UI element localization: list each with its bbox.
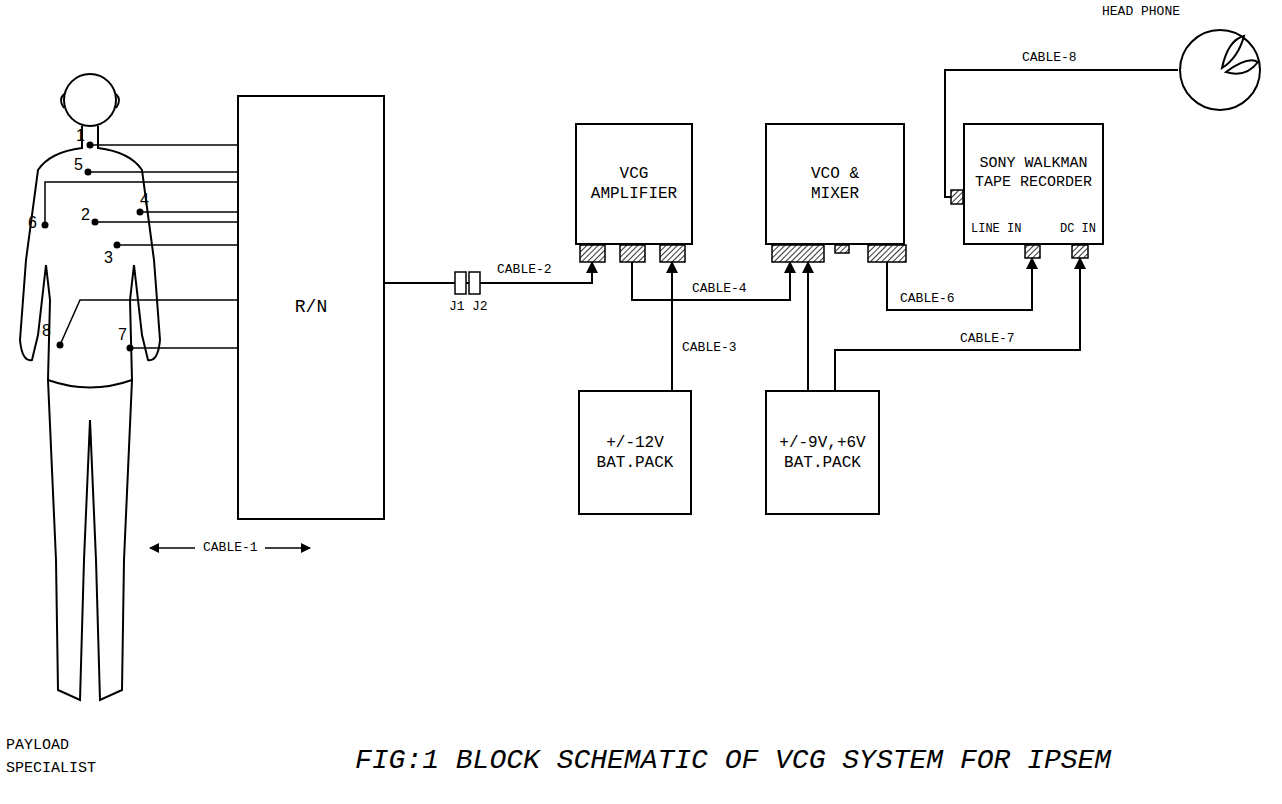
- box-title: +/-12V BAT.PACK: [595, 433, 675, 473]
- port-label: DC IN: [1060, 222, 1096, 237]
- electrode-number: 2: [81, 206, 90, 224]
- cable-label: CABLE-6: [898, 291, 957, 307]
- cable-connector: [807, 262, 809, 390]
- vco-mixer-box: VCO & MIXER: [765, 123, 905, 245]
- port-row: LINE IN DC IN: [971, 222, 1096, 237]
- headphone-label: HEAD PHONE: [1100, 4, 1182, 20]
- electrode-dots: [42, 142, 144, 352]
- amplifier-box: VCG AMPLIFIER: [575, 123, 693, 245]
- electrode-number: 4: [140, 191, 149, 209]
- box-title: VCO & MIXER: [800, 164, 870, 204]
- box-title: +/-9V,+6V BAT.PACK: [775, 433, 870, 473]
- electrode-wires: [45, 145, 237, 348]
- rn-box: R/N: [237, 95, 385, 520]
- box-title: R/N: [295, 296, 327, 319]
- cable-connector: [887, 258, 1032, 310]
- cable-connector: [671, 262, 673, 390]
- box-title: VCG AMPLIFIER: [584, 164, 684, 204]
- figure-caption: FIG:1 BLOCK SCHEMATIC OF VCG SYSTEM FOR …: [355, 745, 1111, 776]
- electrode-number: 6: [28, 214, 37, 232]
- cable-label: CABLE-7: [958, 331, 1017, 347]
- plug-j1-j2: [455, 272, 480, 294]
- electrode-number: 8: [42, 322, 51, 340]
- electrode-number: 1: [76, 127, 85, 145]
- payload-specialist-figure: [20, 74, 160, 700]
- cable-connector: [385, 262, 592, 283]
- cable-label: CABLE-4: [690, 281, 749, 297]
- electrode-number: 3: [104, 249, 113, 267]
- battery-pack-box: +/-12V BAT.PACK: [578, 390, 692, 515]
- cable-label: CABLE-3: [680, 340, 739, 356]
- electrode-number: 7: [118, 326, 127, 344]
- cable-label: CABLE-1: [201, 540, 260, 556]
- port-label: LINE IN: [971, 222, 1021, 237]
- plug-label: J1: [447, 299, 467, 315]
- cable-label: CABLE-8: [1020, 50, 1079, 66]
- tape-recorder-box: SONY WALKMAN TAPE RECORDER LINE IN DC IN: [963, 123, 1104, 245]
- cable-label: CABLE-2: [495, 262, 554, 278]
- cable-connector: [632, 262, 790, 300]
- subject-label: PAYLOAD SPECIALIST: [4, 735, 118, 780]
- headphone: HEAD PHONE: [1178, 28, 1262, 112]
- battery-pack-box: +/-9V,+6V BAT.PACK: [765, 390, 880, 515]
- headphone-symbol: [1178, 28, 1262, 112]
- cable-connector: [835, 258, 1080, 390]
- electrode-number: 5: [74, 156, 83, 174]
- plug-label: J2: [470, 299, 490, 315]
- box-title: SONY WALKMAN TAPE RECORDER: [971, 155, 1096, 193]
